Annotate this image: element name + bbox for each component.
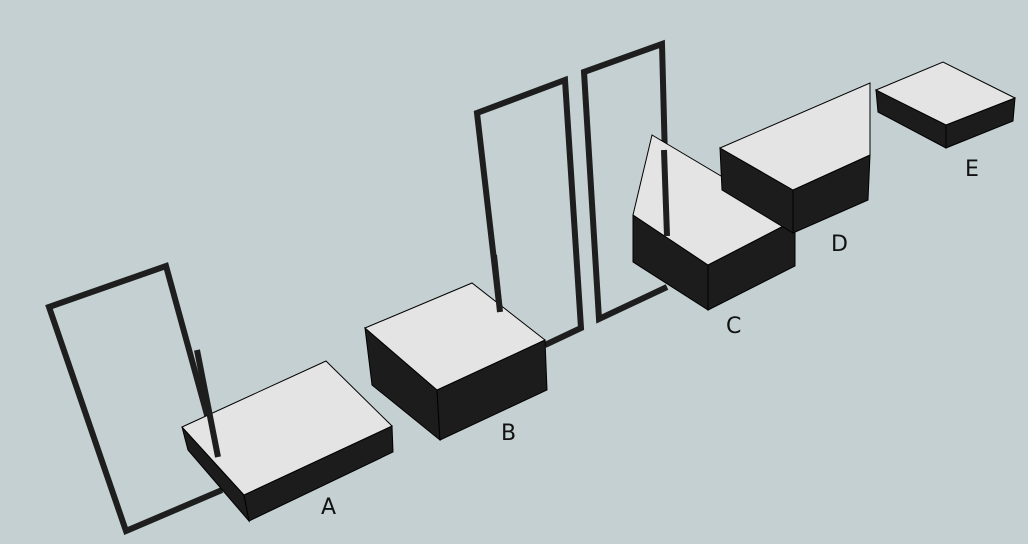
box-b [364,254,548,442]
frame-c [580,39,670,324]
label-d: D [831,232,848,257]
label-e: E [965,157,979,182]
label-c: C [726,314,741,339]
box-d [718,82,871,234]
box-e [874,61,1017,149]
frame-a [45,262,224,536]
label-a: A [321,495,336,520]
box-a [181,349,394,523]
label-b: B [501,421,516,446]
frame-b [473,75,585,348]
